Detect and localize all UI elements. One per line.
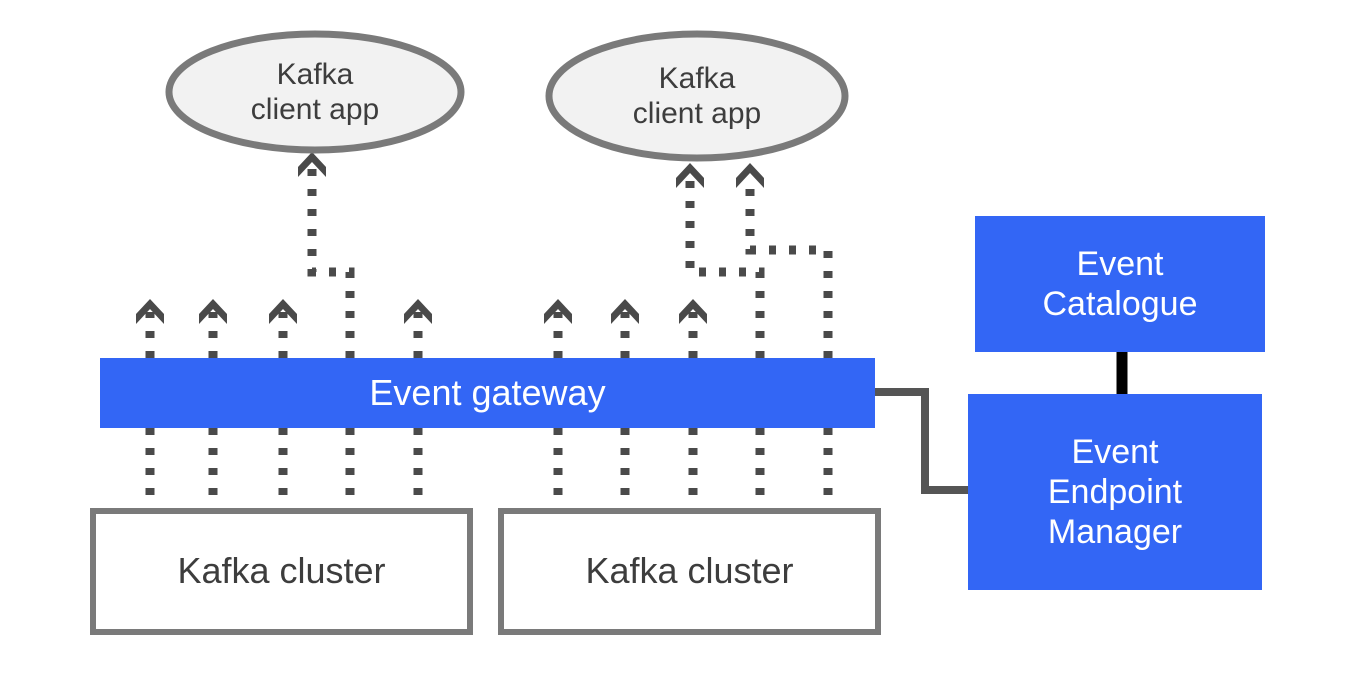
arrow-up-icon xyxy=(136,299,164,324)
node-client-app-left[interactable] xyxy=(165,30,465,154)
arrowheads xyxy=(136,152,764,324)
node-event-gateway[interactable] xyxy=(100,358,875,428)
gateway-upward-dotted-lines xyxy=(145,312,698,358)
route-gateway-to-right-client-app-inner xyxy=(685,176,765,358)
arrow-up-icon xyxy=(404,299,432,324)
node-kafka-cluster-right[interactable] xyxy=(498,508,881,635)
arrow-up-icon xyxy=(544,299,572,324)
node-event-catalogue[interactable] xyxy=(975,216,1265,352)
connector-gateway-to-endpoint-manager xyxy=(873,388,970,494)
arrow-up-icon xyxy=(269,299,297,324)
node-event-endpoint-manager[interactable] xyxy=(968,394,1262,590)
node-client-app-right[interactable] xyxy=(545,30,849,162)
route-gateway-to-left-client-app xyxy=(307,166,355,358)
arrow-up-icon xyxy=(736,163,764,188)
node-kafka-cluster-left[interactable] xyxy=(90,508,473,635)
arrow-up-icon xyxy=(611,299,639,324)
route-gateway-to-right-client-app-outer xyxy=(745,176,833,358)
arrow-up-icon xyxy=(199,299,227,324)
arrow-up-icon xyxy=(679,299,707,324)
cluster-to-gateway-dotted-lines xyxy=(145,428,833,508)
